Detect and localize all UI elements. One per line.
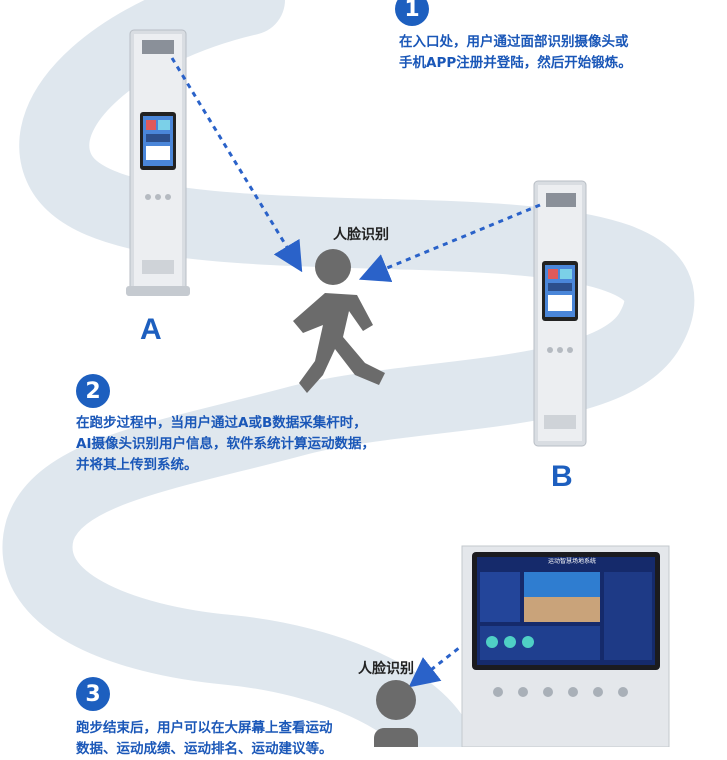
step-1-text: 在入口处，用户通过面部识别摄像头或 手机APP注册并登陆，然后开始锻炼。 xyxy=(399,34,632,71)
face-recognition-label-2: 人脸识别 xyxy=(358,661,414,677)
step-3-badge: 3 xyxy=(76,677,110,711)
step-2-badge: 2 xyxy=(76,374,110,408)
pole-a-device xyxy=(126,29,190,296)
step-1-badge: 1 xyxy=(395,0,429,26)
step-3-text: 跑步结束后，用户可以在大屏幕上查看运动 数据、运动成绩、运动排名、运动建议等。 xyxy=(76,720,333,757)
pole-b-device xyxy=(533,180,587,447)
pole-a-label: A xyxy=(140,313,162,346)
big-screen-device xyxy=(461,545,670,747)
pole-b-label: B xyxy=(551,460,573,493)
face-recognition-label-1: 人脸识别 xyxy=(333,227,389,243)
runner-icon-2 xyxy=(374,680,418,747)
big-screen-title: 运动智慧场地系统 xyxy=(548,558,597,565)
step-2-text: 在跑步过程中，当用户通过A或B数据采集杆时， AI摄像头识别用户信息，软件系统计… xyxy=(76,415,375,473)
runner-icon xyxy=(293,249,385,393)
